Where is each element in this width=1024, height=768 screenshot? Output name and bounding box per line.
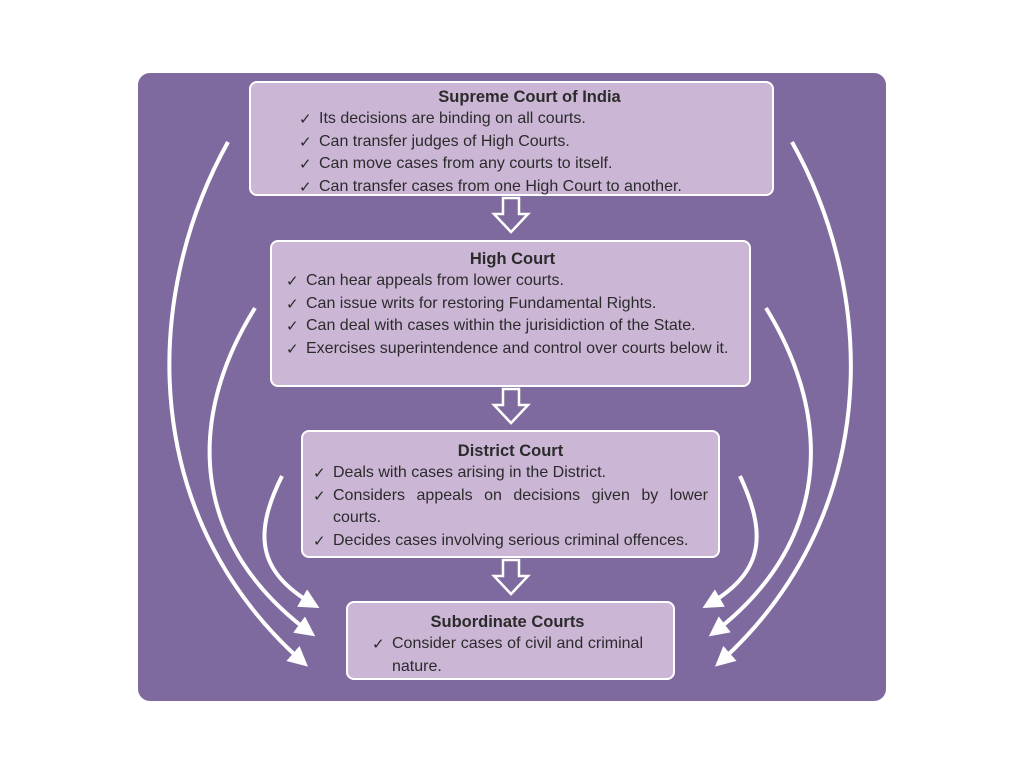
- list-item: ✓Can hear appeals from lower courts.: [286, 270, 739, 293]
- check-icon: ✓: [286, 294, 299, 313]
- list-item: ✓Can issue writs for restoring Fundament…: [286, 293, 739, 316]
- list-item: ✓Can transfer judges of High Courts.: [299, 131, 760, 154]
- list-item: ✓Deals with cases arising in the Distric…: [313, 462, 708, 485]
- subordinate-courts-box: Subordinate Courts ✓Consider cases of ci…: [346, 601, 675, 680]
- supreme-court-list: ✓Its decisions are binding on all courts…: [299, 108, 760, 198]
- check-icon: ✓: [299, 132, 312, 151]
- supreme-court-box: Supreme Court of India ✓Its decisions ar…: [249, 81, 774, 196]
- list-item: ✓Can move cases from any courts to itsel…: [299, 153, 760, 176]
- check-icon: ✓: [286, 272, 299, 290]
- list-item: ✓Can deal with cases within the jurisidi…: [286, 315, 739, 338]
- subordinate-courts-title: Subordinate Courts: [430, 613, 585, 631]
- check-icon: ✓: [299, 110, 312, 128]
- check-icon: ✓: [286, 317, 299, 336]
- check-icon: ✓: [372, 635, 385, 653]
- list-item: ✓Can transfer cases from one High Court …: [299, 176, 760, 199]
- high-court-box: High Court ✓Can hear appeals from lower …: [270, 240, 751, 387]
- subordinate-courts-list: ✓Consider cases of civil and criminal na…: [372, 633, 643, 678]
- check-icon: ✓: [313, 464, 326, 482]
- district-court-list: ✓Deals with cases arising in the Distric…: [313, 462, 708, 552]
- high-court-title: High Court: [469, 250, 556, 268]
- list-item: ✓Consider cases of civil and criminal na…: [372, 635, 643, 675]
- check-icon: ✓: [313, 531, 326, 550]
- list-item: ✓Decides cases involving serious crimina…: [313, 530, 708, 553]
- district-court-title: District Court: [457, 442, 564, 460]
- high-court-list: ✓Can hear appeals from lower courts. ✓Ca…: [286, 270, 739, 360]
- check-icon: ✓: [286, 339, 299, 358]
- list-item: ✓Its decisions are binding on all courts…: [299, 108, 760, 131]
- check-icon: ✓: [299, 177, 312, 196]
- list-item: ✓Considers appeals on decisions given by…: [313, 486, 708, 527]
- check-icon: ✓: [313, 486, 326, 505]
- district-court-box: District Court ✓Deals with cases arising…: [301, 430, 720, 558]
- check-icon: ✓: [299, 155, 312, 174]
- supreme-court-title: Supreme Court of India: [438, 88, 621, 106]
- list-item: ✓Exercises superintendence and control o…: [286, 338, 739, 361]
